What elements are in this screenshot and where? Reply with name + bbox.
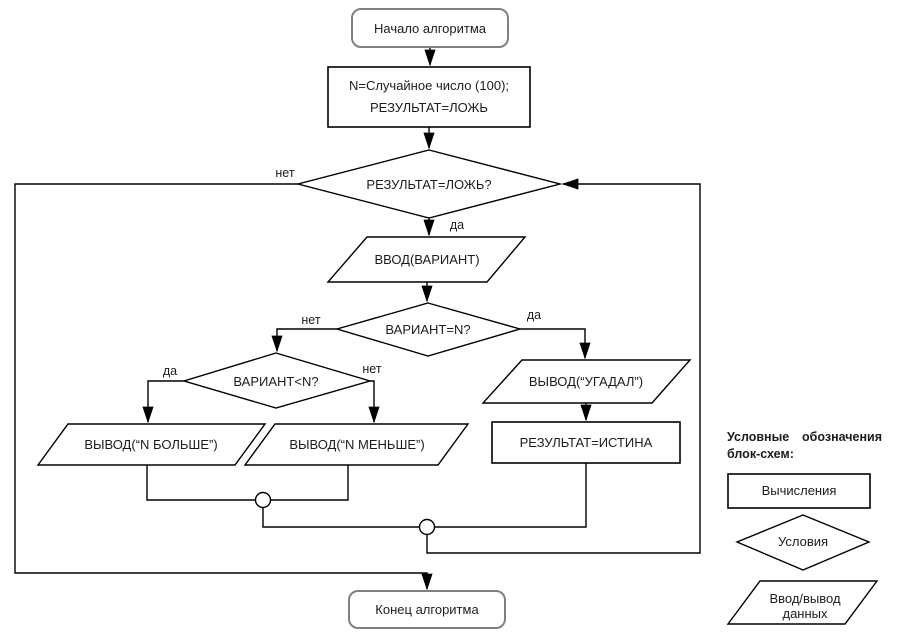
edge-bigger-to-junction1 <box>146 465 256 501</box>
legend-process-label: Вычисления <box>762 483 837 498</box>
output-guessed-label: ВЫВОД(“УГАДАЛ”) <box>529 374 643 389</box>
edge-loop-condition-no-to-end <box>14 183 433 591</box>
output-bigger-label: ВЫВОД(“N БОЛЬШЕ”) <box>84 437 217 452</box>
edge-smaller-to-junction1 <box>270 465 349 501</box>
set-result-label: РЕЗУЛЬТАТ=ИСТИНА <box>520 435 653 450</box>
legend-title-word2: обозначения <box>802 430 882 444</box>
loop-condition-diamond <box>295 149 563 219</box>
end-label: Конец алгоритма <box>375 602 479 617</box>
edge-less-condition-yes <box>142 380 184 424</box>
start-terminal <box>351 8 509 48</box>
edge-label-loop-no: нет <box>275 166 294 180</box>
init-line1: N=Случайное число (100); <box>349 78 509 93</box>
init-line2: РЕЗУЛЬТАТ=ЛОЖЬ <box>370 100 488 115</box>
less-condition-diamond <box>181 352 373 409</box>
edge-set-result-to-junction2 <box>434 463 587 528</box>
output-guessed-parallelogram <box>481 359 692 404</box>
legend-title-line2: блок-схем: <box>727 447 794 461</box>
junction-connector-1 <box>254 491 272 509</box>
legend: Условные обозначения блок-схем: Вычислен… <box>726 430 882 625</box>
legend-process-box <box>727 473 871 509</box>
edge-label-guess-no: нет <box>301 313 320 327</box>
edge-label-less-no: нет <box>362 362 381 376</box>
guess-condition-label: ВАРИАНТ=N? <box>385 322 470 337</box>
edge-label-less-yes: да <box>163 364 177 378</box>
init-process-box <box>327 66 531 128</box>
set-result-process-box <box>491 421 681 464</box>
legend-condition-diamond <box>735 514 871 571</box>
edge-guess-condition-yes <box>520 328 591 360</box>
legend-condition-label: Условия <box>778 534 828 549</box>
legend-io-line2: данных <box>782 606 828 621</box>
legend-io-line1: Ввод/вывод <box>769 591 841 606</box>
input-variant-parallelogram <box>326 236 527 283</box>
junction-connector-2 <box>418 518 436 536</box>
guess-condition-diamond <box>334 302 523 357</box>
less-condition-label: ВАРИАНТ<N? <box>233 374 318 389</box>
output-smaller-label: ВЫВОД(“N МЕНЬШЕ”) <box>289 437 424 452</box>
edge-less-condition-no <box>368 380 380 424</box>
edge-label-guess-yes: да <box>527 308 541 322</box>
edge-junction1-to-junction2 <box>262 507 420 528</box>
legend-title-word1: Условные <box>727 430 789 444</box>
edge-loop-back <box>426 178 701 554</box>
output-bigger-parallelogram <box>36 423 267 466</box>
output-smaller-parallelogram <box>243 423 470 466</box>
loop-condition-label: РЕЗУЛЬТАТ=ЛОЖЬ? <box>366 177 491 192</box>
input-variant-label: ВВОД(ВАРИАНТ) <box>374 252 479 267</box>
edge-guess-condition-no <box>271 328 337 353</box>
start-label: Начало алгоритма <box>374 21 487 36</box>
end-terminal <box>348 590 506 629</box>
edge-label-loop-yes: да <box>450 218 464 232</box>
legend-io-parallelogram <box>726 580 879 625</box>
